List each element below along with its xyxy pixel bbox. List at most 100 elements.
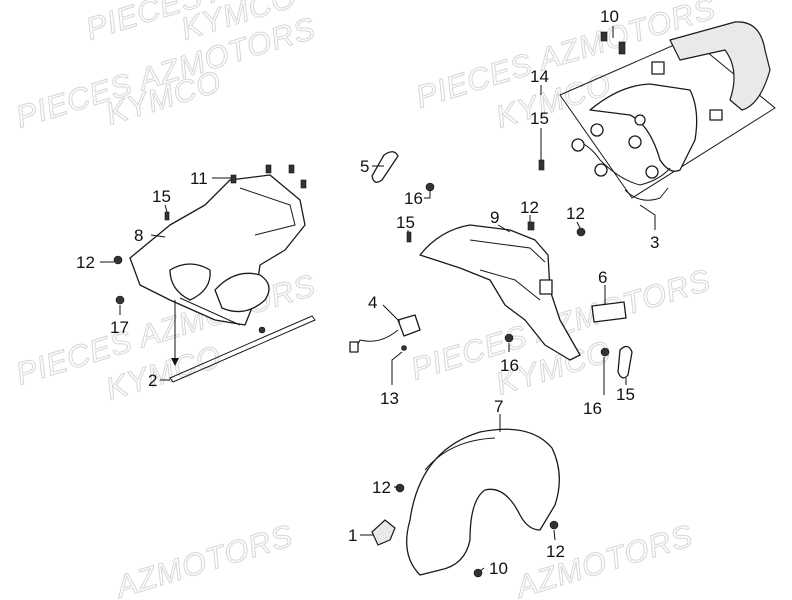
part-7-front-fender — [371, 428, 560, 576]
callout-16: 16 — [500, 356, 519, 375]
tail-cover — [669, 21, 771, 111]
nut — [425, 182, 435, 192]
callout-10: 10 — [600, 7, 619, 26]
license-lamp-body — [397, 314, 421, 337]
part-5-plate — [371, 151, 399, 183]
callout-15: 15 — [396, 213, 415, 232]
leader-lines — [100, 26, 656, 572]
rear-fender-clip — [539, 279, 553, 295]
under-cover-edge — [179, 297, 241, 326]
under-cover-recess — [169, 263, 211, 301]
callout-17: 17 — [110, 318, 129, 337]
nut — [115, 295, 125, 305]
bolt-head — [113, 255, 123, 265]
part-6-reflector — [591, 301, 627, 323]
clip — [709, 109, 723, 121]
tail-lens — [589, 83, 698, 172]
callout-7: 7 — [494, 397, 503, 416]
stay-arrow-head — [171, 358, 179, 366]
rear-fender-body — [419, 224, 581, 361]
under-cover-opening — [214, 272, 270, 313]
leader — [164, 204, 168, 213]
callout-8: 8 — [134, 226, 143, 245]
screw — [401, 345, 407, 351]
callout-14: 14 — [530, 67, 549, 86]
callout-15: 15 — [152, 187, 171, 206]
leader — [576, 221, 581, 229]
bulb-socket — [594, 163, 608, 177]
plate-body — [371, 151, 399, 183]
callout-12: 12 — [546, 542, 565, 561]
callout-13: 13 — [380, 389, 399, 408]
callout-3: 3 — [650, 233, 659, 252]
watermark-text: AZMOTORS — [110, 518, 297, 600]
assembly-frame — [559, 37, 776, 199]
screw — [406, 231, 412, 243]
callout-1: 1 — [348, 526, 357, 545]
bulb-socket — [590, 123, 604, 137]
part-4-license-lamp — [349, 314, 421, 353]
callout-12: 12 — [520, 198, 539, 217]
watermark-text: PIECES AZMOTORS — [12, 10, 320, 134]
bolt — [527, 221, 535, 231]
license-lamp-connector — [349, 341, 359, 353]
bolt — [600, 31, 608, 42]
stay-rod — [169, 315, 316, 383]
part-3-tail-light-assembly — [559, 21, 776, 201]
nut — [600, 347, 610, 357]
under-cover-body — [129, 174, 306, 326]
callout-4: 4 — [368, 293, 377, 312]
callout-12: 12 — [372, 478, 391, 497]
leader — [424, 190, 431, 199]
front-fender-body — [406, 428, 560, 576]
callout-5: 5 — [360, 157, 369, 176]
leader — [391, 351, 403, 385]
screw — [288, 164, 295, 174]
fasteners — [113, 31, 626, 578]
clip — [651, 61, 665, 75]
callout-12: 12 — [566, 204, 585, 223]
callout-15: 15 — [616, 385, 635, 404]
wire-harness — [574, 139, 671, 186]
callout-labels: 10 14 15 3 5 16 11 15 8 12 17 2 15 9 12 … — [76, 7, 659, 578]
callout-9: 9 — [490, 208, 499, 227]
part-8-under-cover — [129, 174, 306, 326]
bolt-head — [549, 520, 559, 530]
screw — [164, 211, 170, 221]
leader — [497, 224, 511, 233]
nut — [504, 333, 514, 343]
screw — [230, 174, 237, 184]
bolt — [618, 41, 626, 55]
bulb-socket — [571, 138, 585, 152]
leader — [382, 304, 401, 323]
screw — [538, 159, 545, 171]
part-15-reflector-strip — [617, 345, 633, 379]
part-2-stay — [169, 300, 316, 383]
screw — [300, 179, 307, 189]
license-lamp-wire — [354, 329, 399, 351]
screw — [258, 326, 266, 334]
callout-16: 16 — [404, 189, 423, 208]
screw — [265, 164, 272, 174]
under-cover-bracket — [239, 187, 296, 236]
rear-fender-ribs — [469, 239, 546, 301]
reflector-body — [591, 301, 627, 323]
callout-11: 11 — [190, 169, 208, 188]
front-fender-crease — [424, 437, 496, 471]
wire-end — [624, 187, 669, 201]
bolt-head — [395, 483, 405, 493]
callout-10: 10 — [489, 559, 508, 578]
callout-15: 15 — [530, 109, 549, 128]
callout-2: 2 — [148, 371, 157, 390]
leader — [150, 234, 166, 238]
callout-16: 16 — [583, 399, 602, 418]
part-9-rear-fender — [419, 224, 581, 361]
callout-6: 6 — [598, 268, 607, 287]
callout-12: 12 — [76, 253, 95, 272]
bulb-socket — [645, 165, 659, 179]
nut — [576, 227, 586, 237]
reflector-strip-body — [617, 345, 633, 379]
leader — [479, 567, 485, 572]
